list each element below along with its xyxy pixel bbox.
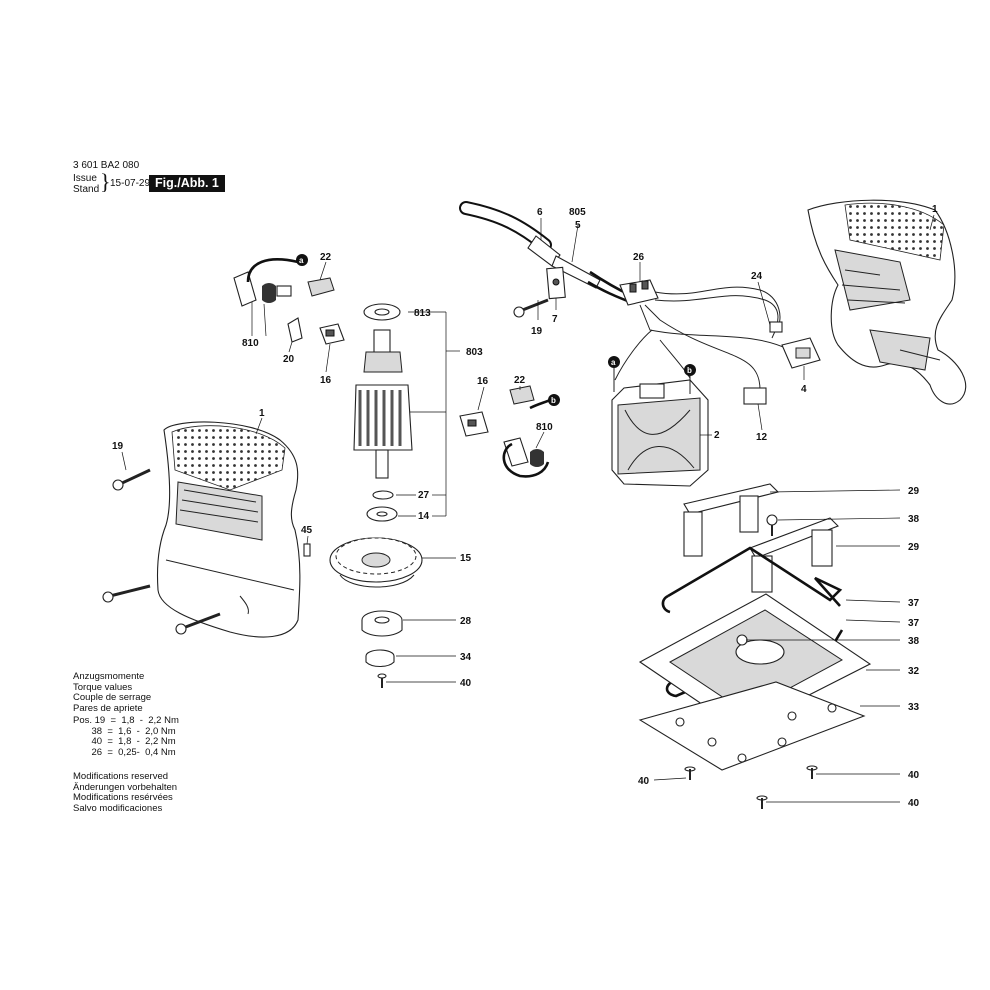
housing-half-left <box>156 421 301 638</box>
housing-half-right <box>807 199 967 405</box>
callout-16-mid: 16 <box>477 376 489 387</box>
switch <box>769 321 821 369</box>
screw-38-top <box>766 514 778 536</box>
clamp-screw <box>513 298 549 318</box>
screw-left-mid <box>102 584 151 603</box>
torque-row: 40 = 1,8 - 2,2 Nm <box>73 736 176 747</box>
callout-22-mid: 22 <box>514 375 526 386</box>
callout-19-left: 19 <box>112 441 124 452</box>
torque-row: 26 = 0,25- 0,4 Nm <box>73 746 176 758</box>
screw-40-right-2 <box>756 795 768 809</box>
callout-32: 32 <box>908 666 920 677</box>
callout-5: 5 <box>575 220 581 231</box>
connector-12 <box>743 387 767 405</box>
stand-label: Stand <box>73 184 100 195</box>
callout-22-top: 22 <box>320 252 332 263</box>
screw-19-left <box>112 468 151 491</box>
callout-33: 33 <box>908 702 920 713</box>
callout-a-left: a <box>299 256 304 265</box>
modifications-en: Änderungen vorbehalten <box>73 781 178 793</box>
brace-symbol: } <box>100 169 111 194</box>
callout-4: 4 <box>801 384 807 395</box>
callout-29-b: 29 <box>908 542 920 553</box>
callout-7: 7 <box>552 314 558 325</box>
internal-wiring <box>614 286 791 391</box>
callout-38-b: 38 <box>908 636 920 647</box>
callout-28: 28 <box>460 616 472 627</box>
callout-6: 6 <box>537 207 543 218</box>
callout-26: 26 <box>633 252 645 263</box>
cable-clamp <box>546 266 566 300</box>
guide-29-bottom <box>749 517 839 593</box>
brush-holder-mid <box>459 385 560 478</box>
callout-40-mid: 40 <box>460 678 472 689</box>
torque-table: Pos. 19 = 1,8 - 2,2 Nm 38 = 1,6 - 2,0 Nm… <box>73 715 179 758</box>
part-number: 3 601 BA2 080 <box>73 160 140 171</box>
leader-lines <box>121 214 935 803</box>
callout-34: 34 <box>460 652 472 663</box>
torque-row: Pos. 19 = 1,8 - 2,2 Nm <box>73 715 179 726</box>
callout-29-a: 29 <box>908 486 920 497</box>
modifications-note: Modifications reserved Änderungen vorbeh… <box>73 771 178 814</box>
modifications-es: Salvo modificaciones <box>73 802 163 814</box>
screw-left-low <box>175 612 221 635</box>
eccentric-34 <box>365 649 395 668</box>
guide-29-top <box>683 483 780 557</box>
power-cable <box>459 201 631 304</box>
callout-38-a: 38 <box>908 514 920 525</box>
torque-heading-en: Torque values <box>73 681 133 693</box>
field-coil <box>608 356 709 487</box>
callout-37-a: 37 <box>908 598 920 609</box>
torque-heading-fr: Couple de serrage <box>73 692 152 703</box>
pad-holder-32 <box>638 593 872 731</box>
brush-holder-top <box>233 254 345 345</box>
callout-16-top: 16 <box>320 375 332 386</box>
callout-803: 803 <box>466 347 483 358</box>
callout-37-b: 37 <box>908 618 920 629</box>
callout-1-left: 1 <box>259 408 265 419</box>
callout-40-right-1: 40 <box>908 770 920 781</box>
washer-27 <box>372 490 394 500</box>
callout-labels: 1 6 805 5 26 24 7 19 4 2 12 a b a 22 810… <box>112 204 938 809</box>
bearing-14 <box>366 506 398 522</box>
callout-40-right-2: 40 <box>908 798 920 809</box>
screw-40-mid <box>377 673 387 688</box>
callout-a-top: a <box>611 358 616 367</box>
pin-45 <box>303 543 311 557</box>
torque-row: 38 = 1,6 - 2,0 Nm <box>73 725 176 737</box>
figure-label: Fig./Abb. 1 <box>149 175 225 192</box>
issue-label: Issue <box>73 173 97 184</box>
callout-b-right: b <box>687 366 692 375</box>
callout-24: 24 <box>751 271 763 282</box>
callout-45: 45 <box>301 525 313 536</box>
fan-15 <box>329 537 423 588</box>
callout-2: 2 <box>714 430 720 441</box>
callout-19-top: 19 <box>531 326 543 337</box>
screw-40-right-1 <box>806 765 818 779</box>
callout-813: 813 <box>414 308 431 319</box>
callout-20: 20 <box>283 354 295 365</box>
callout-12: 12 <box>756 432 768 443</box>
modifications-fr: Modifications resérvées <box>73 792 173 803</box>
callout-805: 805 <box>569 207 586 218</box>
bearing-28 <box>361 610 403 637</box>
armature <box>353 303 413 479</box>
torque-heading-de: Anzugsmomente <box>73 671 145 682</box>
callout-14: 14 <box>418 511 430 522</box>
callout-b-mid: b <box>551 396 556 405</box>
modifications-de: Modifications reserved <box>73 771 169 782</box>
screw-40-left <box>684 766 696 780</box>
callout-27: 27 <box>418 490 430 501</box>
callout-1-right: 1 <box>932 204 938 215</box>
callout-15: 15 <box>460 553 472 564</box>
callout-810-top: 810 <box>242 338 259 349</box>
terminal-block <box>619 279 659 306</box>
issue-date: 15-07-29 <box>110 178 151 189</box>
base-plate-33 <box>638 681 866 771</box>
torque-headings: Anzugsmomente Torque values Couple de se… <box>73 671 152 714</box>
callout-40-left: 40 <box>638 776 650 787</box>
torque-heading-es: Pares de apriete <box>73 702 143 714</box>
callout-810-mid: 810 <box>536 422 553 433</box>
